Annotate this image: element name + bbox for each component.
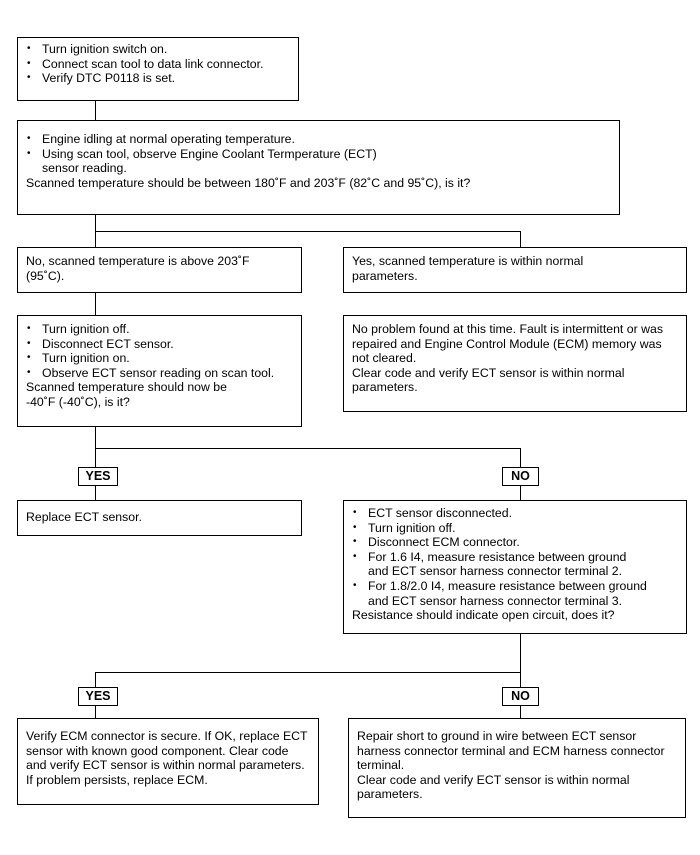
result-text: Clear code and verify ECT sensor is with…: [352, 365, 625, 395]
step-box-disconnect-ect: Turn ignition off. Disconnect ECT sensor…: [17, 315, 302, 427]
action-text: Repair short to ground in wire between E…: [357, 729, 665, 773]
connector-line: [95, 672, 520, 674]
result-box-no-problem: No problem found at this time. Fault is …: [343, 315, 687, 412]
step-item-continued: and ECT sensor harness connector termina…: [368, 593, 623, 608]
action-text: Replace ECT sensor.: [26, 510, 142, 524]
step-item: Turn ignition off.: [352, 521, 682, 536]
connector-line: [520, 484, 522, 500]
connector-line: [95, 448, 520, 450]
result-box-above-203: No, scanned temperature is above 203˚F (…: [17, 247, 302, 293]
step-item: Turn ignition switch on.: [26, 42, 290, 57]
connector-line: [95, 231, 520, 233]
step-question: Scanned temperature should be between 18…: [26, 175, 471, 190]
step-question: Scanned temperature should now be -40˚F …: [26, 380, 227, 409]
connector-line: [520, 704, 522, 718]
connector-line: [520, 634, 522, 687]
action-box-repair-short: Repair short to ground in wire between E…: [348, 718, 686, 818]
step-item: For 1.8/2.0 I4, measure resistance betwe…: [352, 579, 682, 594]
step-item: ECT sensor disconnected.: [352, 506, 682, 521]
step-item: For 1.6 I4, measure resistance between g…: [352, 550, 682, 565]
action-box-replace-ecm: Verify ECM connector is secure. If OK, r…: [17, 718, 319, 805]
connector-line: [95, 672, 97, 687]
step-item: Connect scan tool to data link connector…: [26, 57, 290, 72]
action-text: Clear code and verify ECT sensor is with…: [357, 772, 630, 802]
step-item: Engine idling at normal operating temper…: [26, 132, 611, 147]
connector-line: [95, 484, 97, 500]
step-item-continued: sensor reading.: [42, 161, 127, 176]
connector-line: [520, 448, 522, 467]
step-item-continued: and ECT sensor harness connector termina…: [368, 564, 623, 579]
connector-line: [95, 427, 97, 467]
step-item: Disconnect ECM connector.: [352, 535, 682, 550]
result-text: No problem found at this time. Fault is …: [352, 322, 663, 366]
result-box-within-normal: Yes, scanned temperature is within norma…: [343, 247, 687, 293]
connector-line: [95, 101, 97, 120]
action-text: Verify ECM connector is secure. If OK, r…: [26, 729, 308, 787]
result-text: Yes, scanned temperature is within norma…: [352, 254, 584, 283]
step-item: Turn ignition on.: [26, 351, 297, 366]
connector-line: [520, 231, 522, 247]
step-box-measure-resistance: ECT sensor disconnected. Turn ignition o…: [343, 500, 687, 634]
step-item: Disconnect ECT sensor.: [26, 337, 297, 352]
action-box-replace-ect: Replace ECT sensor.: [17, 500, 302, 536]
step-item: Turn ignition off.: [26, 322, 297, 337]
connector-line: [95, 293, 97, 315]
label-yes: YES: [78, 467, 118, 486]
label-no: NO: [502, 467, 539, 486]
step-box-engine-idling: Engine idling at normal operating temper…: [17, 120, 620, 215]
connector-line: [95, 704, 97, 718]
step-box-ignition-on: Turn ignition switch on. Connect scan to…: [17, 37, 299, 101]
label-yes: YES: [78, 687, 118, 706]
step-item: Observe ECT sensor reading on scan tool.: [26, 366, 297, 381]
step-item: Using scan tool, observe Engine Coolant …: [26, 147, 611, 162]
label-no: NO: [502, 687, 539, 706]
result-text: No, scanned temperature is above 203˚F (…: [26, 254, 250, 283]
step-item: Verify DTC P0118 is set.: [26, 71, 290, 86]
step-question: Resistance should indicate open circuit,…: [352, 608, 615, 623]
